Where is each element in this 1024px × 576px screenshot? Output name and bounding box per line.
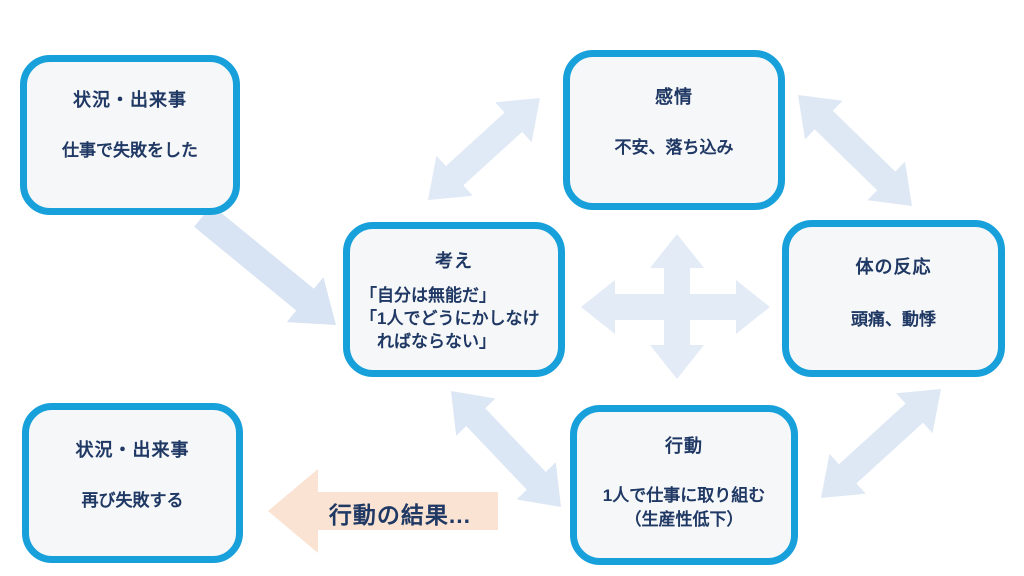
box-situation-event-2: 状況・出来事 再び失敗する [22, 403, 243, 563]
box-body: 不安、落ち込み [614, 138, 734, 157]
box-body: 1人で仕事に取り組む （生産性低下） [602, 486, 766, 529]
result-arrow-label: 行動の結果... [328, 502, 472, 528]
box-behavior: 行動 1人で仕事に取り組む （生産性低下） [570, 405, 798, 565]
arrow-behavior-result [268, 469, 498, 553]
box-body: 頭痛、動悸 [851, 310, 936, 329]
box-title: 行動 [665, 436, 703, 456]
box-title: 感情 [655, 87, 693, 107]
arrow-thought-behavior [451, 391, 561, 507]
box-title: 体の反応 [855, 257, 932, 277]
arrow-center-vertical [650, 234, 704, 379]
arrow-situation-to-thought [194, 205, 336, 325]
arrow-bodyresponse-behavior [821, 389, 941, 498]
box-title: 状況・出来事 [75, 440, 190, 460]
box-situation-event-1: 状況・出来事 仕事で失敗をした [20, 55, 240, 215]
box-body: 再び失敗する [81, 491, 184, 510]
box-body: 「自分は無能だ」 「1人でどうにかしなけ ればならない」 [360, 286, 540, 351]
arrow-emotion-bodyresponse [798, 95, 912, 206]
box-thought: 考え 「自分は無能だ」 「1人でどうにかしなけ ればならない」 [343, 222, 565, 377]
box-title: 考え [435, 251, 473, 271]
arrow-thought-emotion [428, 98, 540, 200]
box-body-response: 体の反応 頭痛、動悸 [782, 220, 1005, 377]
box-body: 仕事で失敗をした [62, 141, 198, 160]
box-emotion: 感情 不安、落ち込み [563, 50, 785, 210]
box-title: 状況・出来事 [73, 90, 187, 110]
